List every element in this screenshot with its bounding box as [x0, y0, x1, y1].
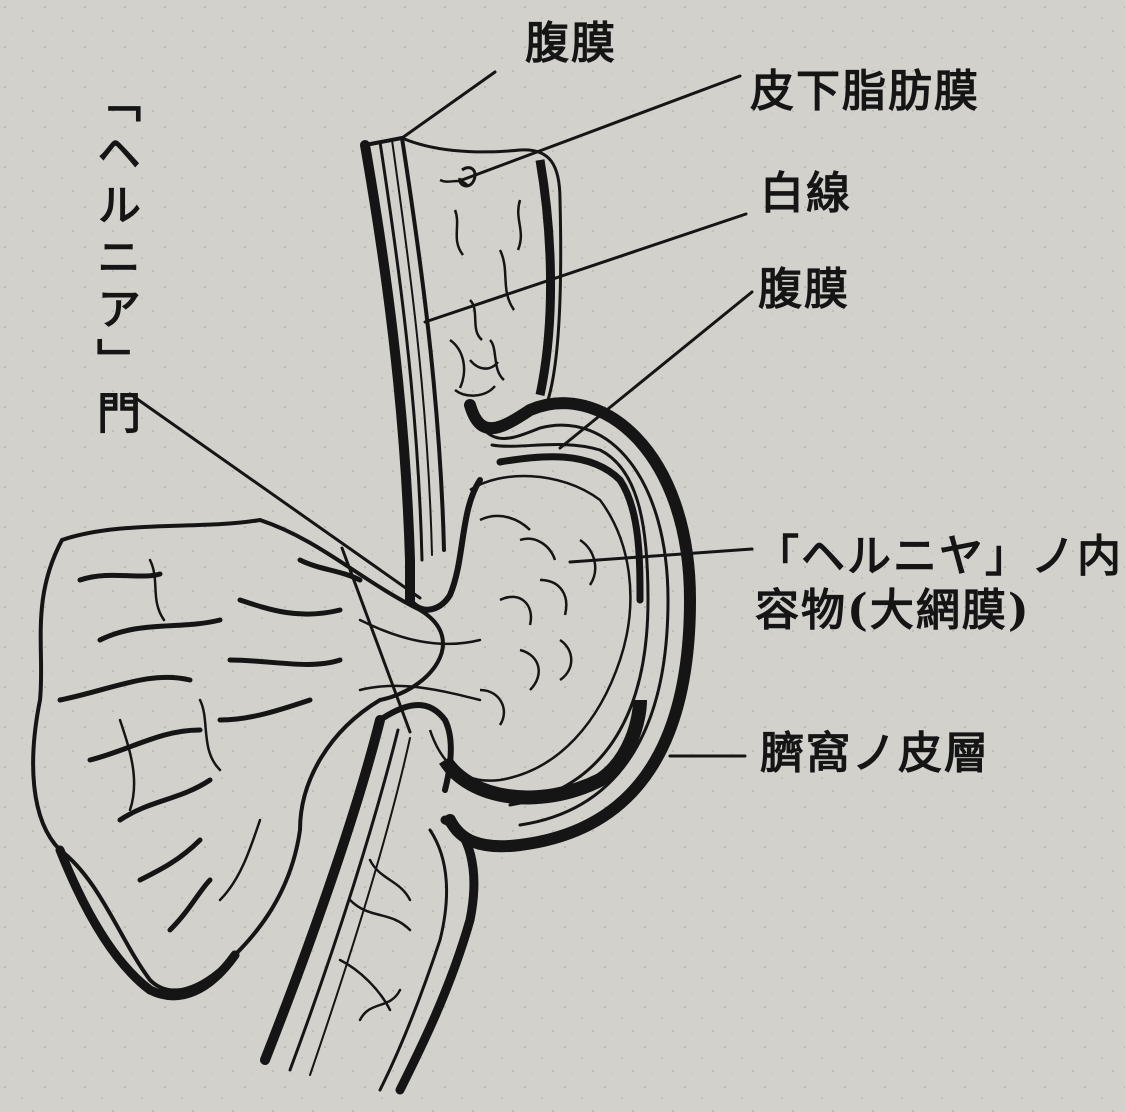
label-hernia-contents-line1: 「ヘルニヤ」ノ内 [755, 530, 1123, 584]
label-umbilical-skin: 臍窩ノ皮層 [760, 732, 990, 776]
label-peritoneum-top: 腹膜 [525, 22, 617, 66]
label-hernia-contents: 「ヘルニヤ」ノ内 容物(大網膜) [755, 530, 1123, 637]
label-hernia-contents-line2: 容物(大網膜) [755, 584, 1123, 638]
label-subcutaneous-fascia: 皮下脂肪膜 [750, 70, 980, 114]
label-peritoneum-sac: 腹膜 [758, 268, 850, 312]
label-linea-alba: 白線 [760, 172, 852, 216]
label-hernia-ring: 「ヘルニア」門 [92, 78, 136, 442]
